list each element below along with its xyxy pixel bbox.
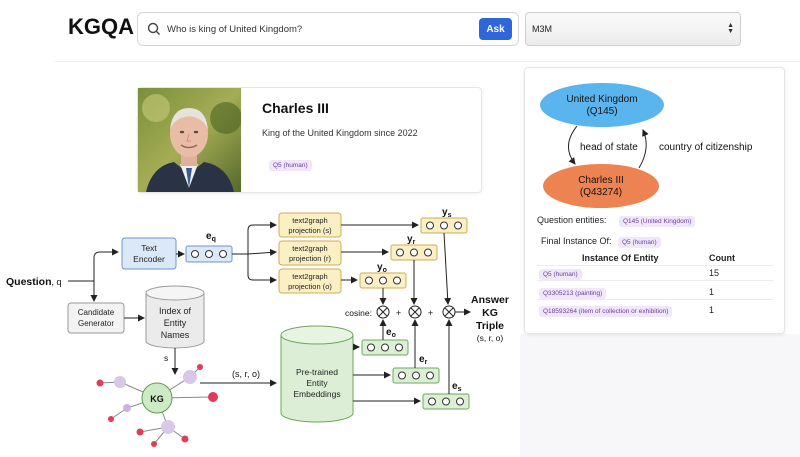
- question-entity-tag[interactable]: Q145 (United Kingdom): [619, 216, 696, 227]
- s-label: s: [164, 353, 168, 363]
- text-encoder-label: Encoder: [133, 254, 165, 264]
- kg-graph: [96, 364, 218, 447]
- index-label: Names: [161, 330, 190, 340]
- table-header-entity: Instance Of Entity: [582, 253, 659, 263]
- model-select-value: M3M: [532, 24, 552, 34]
- candidate-generator-label: Generator: [78, 319, 114, 328]
- answer-label: KG: [482, 307, 498, 319]
- plus-sign: +: [428, 308, 433, 318]
- embeddings-label: Embeddings: [293, 389, 340, 399]
- edge-to-encoder: [93, 248, 119, 281]
- edge-eq-proj-s: [232, 221, 277, 255]
- embeddings-label: Entity: [306, 378, 328, 388]
- entity-type-badge[interactable]: Q5 (human): [269, 160, 312, 171]
- er-label: er: [419, 354, 428, 366]
- projection-r-label: projection (r): [289, 254, 332, 263]
- answer-label: Triple: [476, 320, 504, 332]
- final-instance-label: Final Instance Of:: [541, 236, 612, 246]
- embeddings-cylinder: [280, 325, 354, 423]
- search-icon: [147, 22, 160, 35]
- kg-center-node: [141, 382, 173, 414]
- select-arrows-icon: ▲▼: [727, 22, 734, 35]
- table-header-count: Count: [709, 253, 735, 263]
- edge-ys-mult: [443, 232, 452, 305]
- edge-eq-proj-r: [247, 248, 277, 256]
- eo-label: eo: [386, 327, 396, 339]
- table-row-count: 1: [709, 305, 715, 315]
- entity-description: King of the United Kingdom since 2022: [262, 128, 418, 138]
- es-label: es: [452, 381, 462, 393]
- index-label: Entity: [164, 318, 187, 328]
- header-divider: [55, 61, 800, 62]
- edge-eq-proj-o: [247, 254, 277, 284]
- graph-node-bottom[interactable]: [543, 164, 659, 208]
- kg-label: KG: [150, 394, 164, 404]
- app-logo: KGQA: [68, 14, 134, 39]
- answer-triple: (s, r, o): [477, 333, 504, 343]
- table-divider: [537, 299, 773, 300]
- entity-graph: United Kingdom (Q145) Charles III (Q4327…: [540, 83, 753, 208]
- final-instance-tag[interactable]: Q5 (human): [618, 237, 661, 248]
- graph-node-bottom-id: (Q43274): [580, 187, 622, 198]
- graph-edge-head-of-state: [568, 125, 578, 165]
- projection-o-box: [278, 268, 342, 294]
- projection-r-box: [278, 240, 342, 266]
- table-row-entity[interactable]: Q18593264 (item of collection or exhibit…: [539, 306, 673, 317]
- plus-sign: +: [396, 308, 401, 318]
- search-input[interactable]: Who is king of United Kingdom?: [167, 23, 303, 35]
- projection-o-label: text2graph: [292, 272, 327, 281]
- table-divider: [537, 280, 773, 281]
- graph-node-top[interactable]: [540, 83, 664, 127]
- graph-node-top-label: United Kingdom: [566, 94, 637, 105]
- table-row-entity[interactable]: Q3305213 (painting): [539, 288, 607, 299]
- graph-edge-left-label: head of state: [580, 142, 638, 153]
- projection-o-label: projection (o): [288, 282, 332, 291]
- candidate-generator-label: Candidate: [78, 308, 115, 317]
- entity-title: Charles III: [262, 100, 329, 116]
- index-label: Index of: [159, 306, 192, 316]
- answer-label: Answer: [471, 294, 509, 306]
- projection-s-label: projection (s): [288, 226, 332, 235]
- table-row-count: 15: [709, 268, 720, 278]
- projection-r-label: text2graph: [292, 244, 327, 253]
- graph-edge-right-label: country of citizenship: [659, 142, 753, 153]
- cosine-label: cosine:: [345, 308, 372, 318]
- panel-background: [520, 334, 800, 457]
- results-panel: United Kingdom (Q145) Charles III (Q4327…: [524, 67, 785, 334]
- text-encoder-label: Text: [141, 243, 157, 253]
- sro-label: (s, r, o): [232, 369, 260, 379]
- graph-edge-citizenship: [638, 129, 649, 169]
- question-label: Question, q: [6, 276, 62, 288]
- table-row-entity[interactable]: Q5 (human): [539, 269, 582, 280]
- eq-label: eq: [206, 231, 216, 243]
- projection-s-label: text2graph: [292, 216, 327, 225]
- graph-node-top-id: (Q145): [586, 106, 617, 117]
- ask-button[interactable]: Ask: [479, 18, 512, 40]
- ys-label: ys: [442, 207, 452, 219]
- entity-photo: [138, 88, 241, 192]
- search-bar[interactable]: Who is king of United Kingdom? Ask: [137, 12, 519, 46]
- table-divider: [537, 265, 773, 266]
- table-row-count: 1: [709, 287, 715, 297]
- index-cylinder: [145, 285, 205, 349]
- embeddings-label: Pre-trained: [296, 367, 338, 377]
- yr-label: yr: [407, 234, 416, 246]
- model-select[interactable]: M3M ▲▼: [525, 12, 741, 46]
- graph-node-bottom-label: Charles III: [578, 175, 624, 186]
- architecture-diagram: Question, q Text Encoder eq text2graph p…: [6, 207, 509, 447]
- yo-label: yo: [377, 262, 387, 274]
- entity-card: Charles III King of the United Kingdom s…: [137, 87, 482, 193]
- question-entities-label: Question entities:: [537, 215, 607, 225]
